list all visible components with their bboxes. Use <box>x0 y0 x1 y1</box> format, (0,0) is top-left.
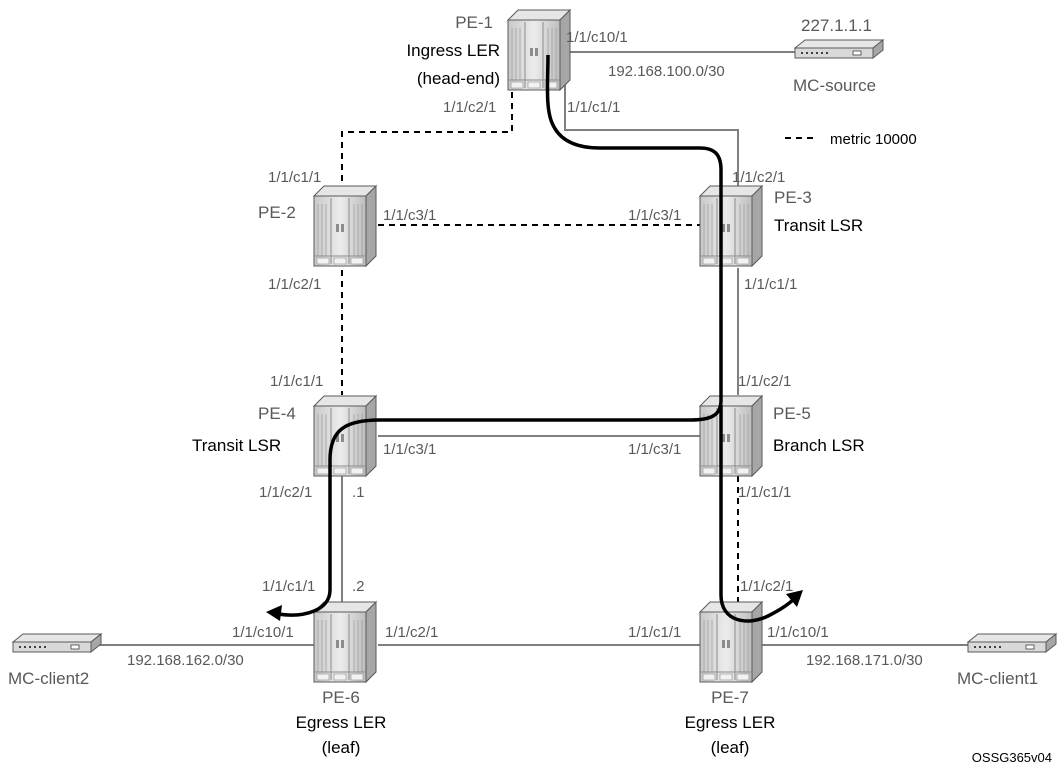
port-pe5-c3: 1/1/c3/1 <box>628 441 681 458</box>
p2mp-lsp-path <box>266 55 803 621</box>
port-pe6-c1: 1/1/c1/1 <box>262 578 315 595</box>
port-pe5-c1: 1/1/c1/1 <box>738 484 791 501</box>
port-pe6-c2: 1/1/c2/1 <box>385 624 438 641</box>
router-icon <box>700 396 762 476</box>
host-icon <box>13 634 101 652</box>
pe1-role-line2: (head-end) <box>417 69 500 88</box>
link-pe1-pe3 <box>565 82 738 188</box>
router-pe1[interactable] <box>508 10 570 90</box>
router-icon <box>508 10 570 90</box>
pe7-name: PE-7 <box>711 688 749 707</box>
pe7-role-line1: Egress LER <box>685 713 776 732</box>
router-pe5[interactable] <box>700 396 762 476</box>
pe3-role: Transit LSR <box>774 216 863 235</box>
port-pe6-addr: .2 <box>352 578 365 595</box>
pe4-name: PE-4 <box>258 404 296 423</box>
port-pe4-c3: 1/1/c3/1 <box>383 441 436 458</box>
pe2-name: PE-2 <box>258 203 296 222</box>
pe7-role-line2: (leaf) <box>711 738 750 757</box>
subnet-pe7-client1: 192.168.171.0/30 <box>806 652 923 669</box>
subnet-labels: 192.168.100.0/30 192.168.162.0/30 192.16… <box>127 63 923 669</box>
host-icon <box>968 634 1056 652</box>
router-icon <box>700 186 762 266</box>
router-icon <box>314 396 376 476</box>
host-mc-client2[interactable] <box>13 634 101 652</box>
port-pe7-c1: 1/1/c1/1 <box>628 624 681 641</box>
router-icon <box>700 602 762 682</box>
port-pe3-c2: 1/1/c2/1 <box>732 169 785 186</box>
pe5-name: PE-5 <box>773 404 811 423</box>
pe5-role: Branch LSR <box>773 436 865 455</box>
mc-client2-name: MC-client2 <box>8 669 89 688</box>
port-pe4-c2: 1/1/c2/1 <box>259 484 312 501</box>
lsp-trunk <box>330 55 721 590</box>
port-pe5-c2: 1/1/c2/1 <box>738 373 791 390</box>
port-pe6-c10: 1/1/c10/1 <box>232 624 294 641</box>
router-pe3[interactable] <box>700 186 762 266</box>
host-mc-source[interactable] <box>795 40 883 58</box>
pe6-role-line1: Egress LER <box>296 713 387 732</box>
legend-label: metric 10000 <box>830 131 917 148</box>
port-pe1-c10: 1/1/c10/1 <box>566 29 628 46</box>
host-icon <box>795 40 883 58</box>
port-pe4-addr: .1 <box>352 484 365 501</box>
router-pe2[interactable] <box>314 186 376 266</box>
router-icon <box>314 602 376 682</box>
pe4-role: Transit LSR <box>192 436 281 455</box>
port-pe1-c2: 1/1/c2/1 <box>443 99 496 116</box>
pe6-role-line2: (leaf) <box>322 738 361 757</box>
port-pe7-c2: 1/1/c2/1 <box>740 578 793 595</box>
port-pe4-c1: 1/1/c1/1 <box>270 373 323 390</box>
port-pe2-c2: 1/1/c2/1 <box>268 276 321 293</box>
host-mc-client1[interactable] <box>968 634 1056 652</box>
router-pe4[interactable] <box>314 396 376 476</box>
port-pe3-c3: 1/1/c3/1 <box>628 207 681 224</box>
pe1-name: PE-1 <box>455 13 493 32</box>
mc-source-name: MC-source <box>793 76 876 95</box>
legend: metric 10000 <box>785 131 917 148</box>
mc-source-address: 227.1.1.1 <box>801 16 872 35</box>
port-pe2-c3: 1/1/c3/1 <box>383 207 436 224</box>
port-pe1-c1: 1/1/c1/1 <box>567 99 620 116</box>
port-pe3-c1: 1/1/c1/1 <box>744 276 797 293</box>
router-icon <box>314 186 376 266</box>
port-labels: 1/1/c10/1 1/1/c2/1 1/1/c1/1 1/1/c1/1 1/1… <box>232 29 829 641</box>
pe6-name: PE-6 <box>322 688 360 707</box>
router-pe7[interactable] <box>700 602 762 682</box>
arrow-pe6-icon <box>266 605 282 621</box>
port-pe7-c10: 1/1/c10/1 <box>767 624 829 641</box>
subnet-pe1-source: 192.168.100.0/30 <box>608 63 725 80</box>
router-pe6[interactable] <box>314 602 376 682</box>
subnet-pe6-client2: 192.168.162.0/30 <box>127 652 244 669</box>
port-pe2-c1: 1/1/c1/1 <box>268 169 321 186</box>
pe3-name: PE-3 <box>774 188 812 207</box>
pe1-role-line1: Ingress LER <box>406 41 500 60</box>
figure-id: OSSG365v04 <box>972 750 1052 765</box>
mc-client1-name: MC-client1 <box>957 669 1038 688</box>
